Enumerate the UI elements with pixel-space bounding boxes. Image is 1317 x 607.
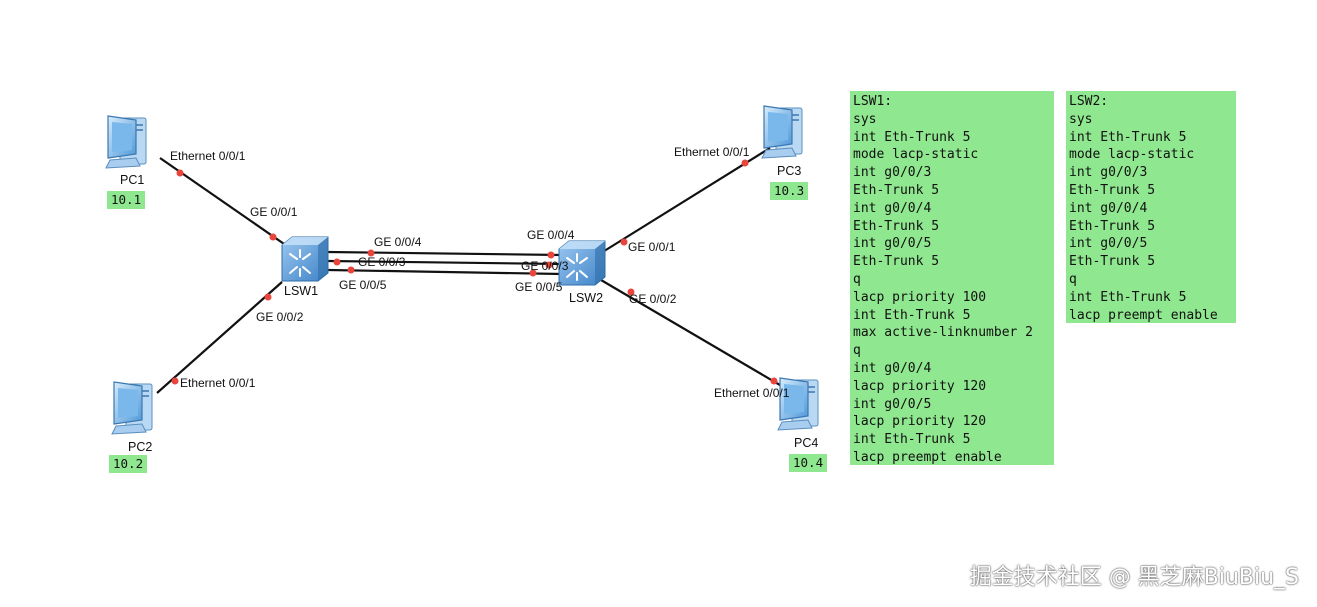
config-line: q xyxy=(853,271,861,287)
link-pc2-lsw1 xyxy=(156,281,283,394)
port-label-pc1-eth: Ethernet 0/0/1 xyxy=(170,149,246,163)
config-line: mode lacp-static xyxy=(853,147,979,163)
config-line: sys xyxy=(1069,111,1093,127)
config-line: mode lacp-static xyxy=(1069,147,1195,163)
pc2-ip-badge: 10.2 xyxy=(109,455,148,473)
link-lsw2-pc4 xyxy=(600,279,786,389)
config-line: Eth-Trunk 5 xyxy=(853,218,940,234)
port-label-lsw1-ge1: GE 0/0/1 xyxy=(250,205,298,219)
config-line: Eth-Trunk 5 xyxy=(853,182,940,198)
port-dot xyxy=(547,251,555,259)
config-line: int g0/0/5 xyxy=(853,396,932,412)
pc-icon[interactable] xyxy=(111,381,153,435)
link-lsw1-lsw2-ge4 xyxy=(327,250,563,257)
port-dot xyxy=(627,288,635,296)
config-line: LSW2: xyxy=(1069,94,1109,109)
pc-icon[interactable] xyxy=(761,105,803,159)
config-line: lacp priority 120 xyxy=(853,414,987,430)
config-line: Eth-Trunk 5 xyxy=(1069,254,1156,270)
lsw2-config-box: LSW2: sys int Eth-Trunk 5 mode lacp-static i… xyxy=(1066,91,1236,323)
lsw1-label: LSW1 xyxy=(284,284,319,298)
pc4-label: PC4 xyxy=(794,436,819,450)
config-line: int g0/0/4 xyxy=(853,360,932,376)
config-line: Eth-Trunk 5 xyxy=(853,254,940,270)
link-lsw2-pc3 xyxy=(600,147,771,254)
config-line: int g0/0/3 xyxy=(1069,165,1148,181)
config-line: int Eth-Trunk 5 xyxy=(853,432,971,448)
config-line: max active-linknumber 2 xyxy=(853,325,1034,341)
port-dot xyxy=(741,159,749,167)
port-label-lsw2-ge2: GE 0/0/2 xyxy=(629,292,677,306)
port-label-lsw2-ge1: GE 0/0/1 xyxy=(628,240,676,254)
config-line: int g0/0/4 xyxy=(853,200,932,216)
port-dot xyxy=(529,269,537,277)
port-label-lsw1-ge2: GE 0/0/2 xyxy=(256,310,304,324)
config-line: lacp priority 120 xyxy=(853,378,987,394)
port-dot xyxy=(171,377,179,385)
port-dot xyxy=(264,293,272,301)
pc3-ip-badge: 10.3 xyxy=(770,182,809,200)
config-line: Eth-Trunk 5 xyxy=(1069,218,1156,234)
port-label-lsw1-ge3: GE 0/0/3 xyxy=(358,255,406,269)
links xyxy=(156,147,786,394)
lsw2-label: LSW2 xyxy=(569,291,604,305)
port-dot xyxy=(269,233,277,241)
config-line: int g0/0/4 xyxy=(1069,200,1148,216)
port-dot xyxy=(620,238,628,246)
port-dot xyxy=(347,266,355,274)
link-lsw1-lsw2-ge3 xyxy=(327,259,563,266)
config-line: int g0/0/3 xyxy=(853,165,932,181)
lsw1-config-box: LSW1: sys int Eth-Trunk 5 mode lacp-static i… xyxy=(850,91,1054,465)
port-dot xyxy=(770,377,778,385)
config-line: int g0/0/5 xyxy=(853,236,932,252)
port-dots xyxy=(171,159,778,385)
port-label-pc4-eth: Ethernet 0/0/1 xyxy=(714,386,790,400)
port-label-lsw2-ge5: GE 0/0/5 xyxy=(515,280,563,294)
config-line: q xyxy=(1069,271,1077,287)
pc3-label: PC3 xyxy=(777,164,802,178)
pc2-label: PC2 xyxy=(128,440,153,454)
pc1-label: PC1 xyxy=(120,173,145,187)
switch-icon[interactable] xyxy=(281,236,329,282)
config-line: int Eth-Trunk 5 xyxy=(853,129,971,145)
config-line: lacp priority 100 xyxy=(853,289,987,305)
config-line: int Eth-Trunk 5 xyxy=(1069,129,1187,145)
pc1-ip-badge: 10.1 xyxy=(107,191,146,209)
link-lsw1-lsw2-ge5 xyxy=(327,268,563,276)
config-line: int Eth-Trunk 5 xyxy=(853,307,971,323)
port-dot xyxy=(367,249,375,257)
port-label-lsw1-ge5: GE 0/0/5 xyxy=(339,278,387,292)
port-dot xyxy=(545,261,553,269)
config-line: lacp preempt enable xyxy=(1069,307,1218,323)
config-line: q xyxy=(853,343,861,359)
port-dot xyxy=(176,169,184,177)
port-label-lsw2-ge3: GE 0/0/3 xyxy=(521,259,569,273)
port-dot xyxy=(333,258,341,266)
config-line: LSW1: xyxy=(853,94,893,109)
config-line: Eth-Trunk 5 xyxy=(1069,182,1156,198)
port-label-lsw1-ge4: GE 0/0/4 xyxy=(374,235,422,249)
config-line: lacp preempt enable xyxy=(853,449,1002,465)
pc-icon[interactable] xyxy=(105,115,147,169)
config-line: int Eth-Trunk 5 xyxy=(1069,289,1187,305)
port-label-pc2-eth: Ethernet 0/0/1 xyxy=(180,376,256,390)
config-line: sys xyxy=(853,111,877,127)
config-line: int g0/0/5 xyxy=(1069,236,1148,252)
port-label-lsw2-ge4: GE 0/0/4 xyxy=(527,228,575,242)
watermark-text: 掘金技术社区 @ 黑芝麻BiuBiu_S xyxy=(969,565,1299,590)
port-label-pc3-eth: Ethernet 0/0/1 xyxy=(674,145,750,159)
pc4-ip-badge: 10.4 xyxy=(789,454,828,472)
